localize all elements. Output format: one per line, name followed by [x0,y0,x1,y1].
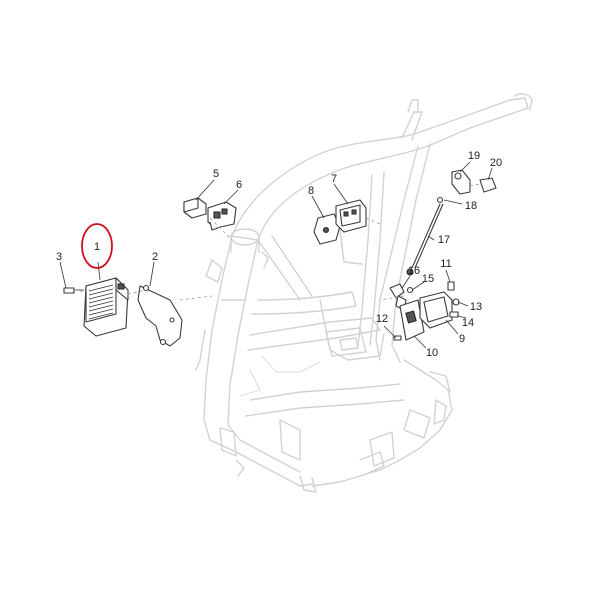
leader-lines [59,161,493,349]
callout-14: 14 [462,317,474,329]
part-19-fitting [451,169,471,195]
part-17-cable [406,203,444,276]
part-10-plate [399,299,425,341]
part-9-sensor [419,291,453,329]
part-1-voltage-regulator [83,277,129,337]
part-18-clip [436,196,444,204]
part-5-relay [183,197,207,219]
callout-labels: 1 2 3 5 6 7 8 9 10 11 12 13 14 15 16 17 … [56,150,502,359]
part-11-screw [447,281,455,291]
scooter-frame [195,93,533,493]
part-15-spacer [406,286,414,294]
callout-6: 6 [236,179,242,191]
callout-1: 1 [94,241,100,253]
callout-11: 11 [440,258,451,270]
callout-9: 9 [459,333,465,345]
part-3-bolt [63,287,84,294]
callout-15: 15 [422,273,434,285]
part-2-bracket [137,284,183,347]
part-20-nut [479,177,497,193]
callout-19: 19 [468,150,480,162]
callout-20: 20 [490,157,502,169]
part-8-rubber-mount [313,213,341,245]
callout-12: 12 [376,313,388,325]
part-7-relay-holder [335,199,367,233]
callout-5: 5 [213,168,219,180]
callout-10: 10 [426,347,438,359]
callout-3: 3 [56,251,62,263]
highlight-circle [81,223,113,269]
callout-2: 2 [152,251,158,263]
callout-8: 8 [308,185,314,197]
assembly-dash-lines [73,183,481,301]
callout-16: 16 [408,265,420,277]
callout-13: 13 [470,301,482,313]
part-12-bolt [393,335,402,341]
part-6-connector [207,201,237,231]
callout-7: 7 [331,173,337,185]
part-14-screw [449,311,459,318]
callout-17: 17 [438,234,450,246]
callout-18: 18 [465,200,477,212]
